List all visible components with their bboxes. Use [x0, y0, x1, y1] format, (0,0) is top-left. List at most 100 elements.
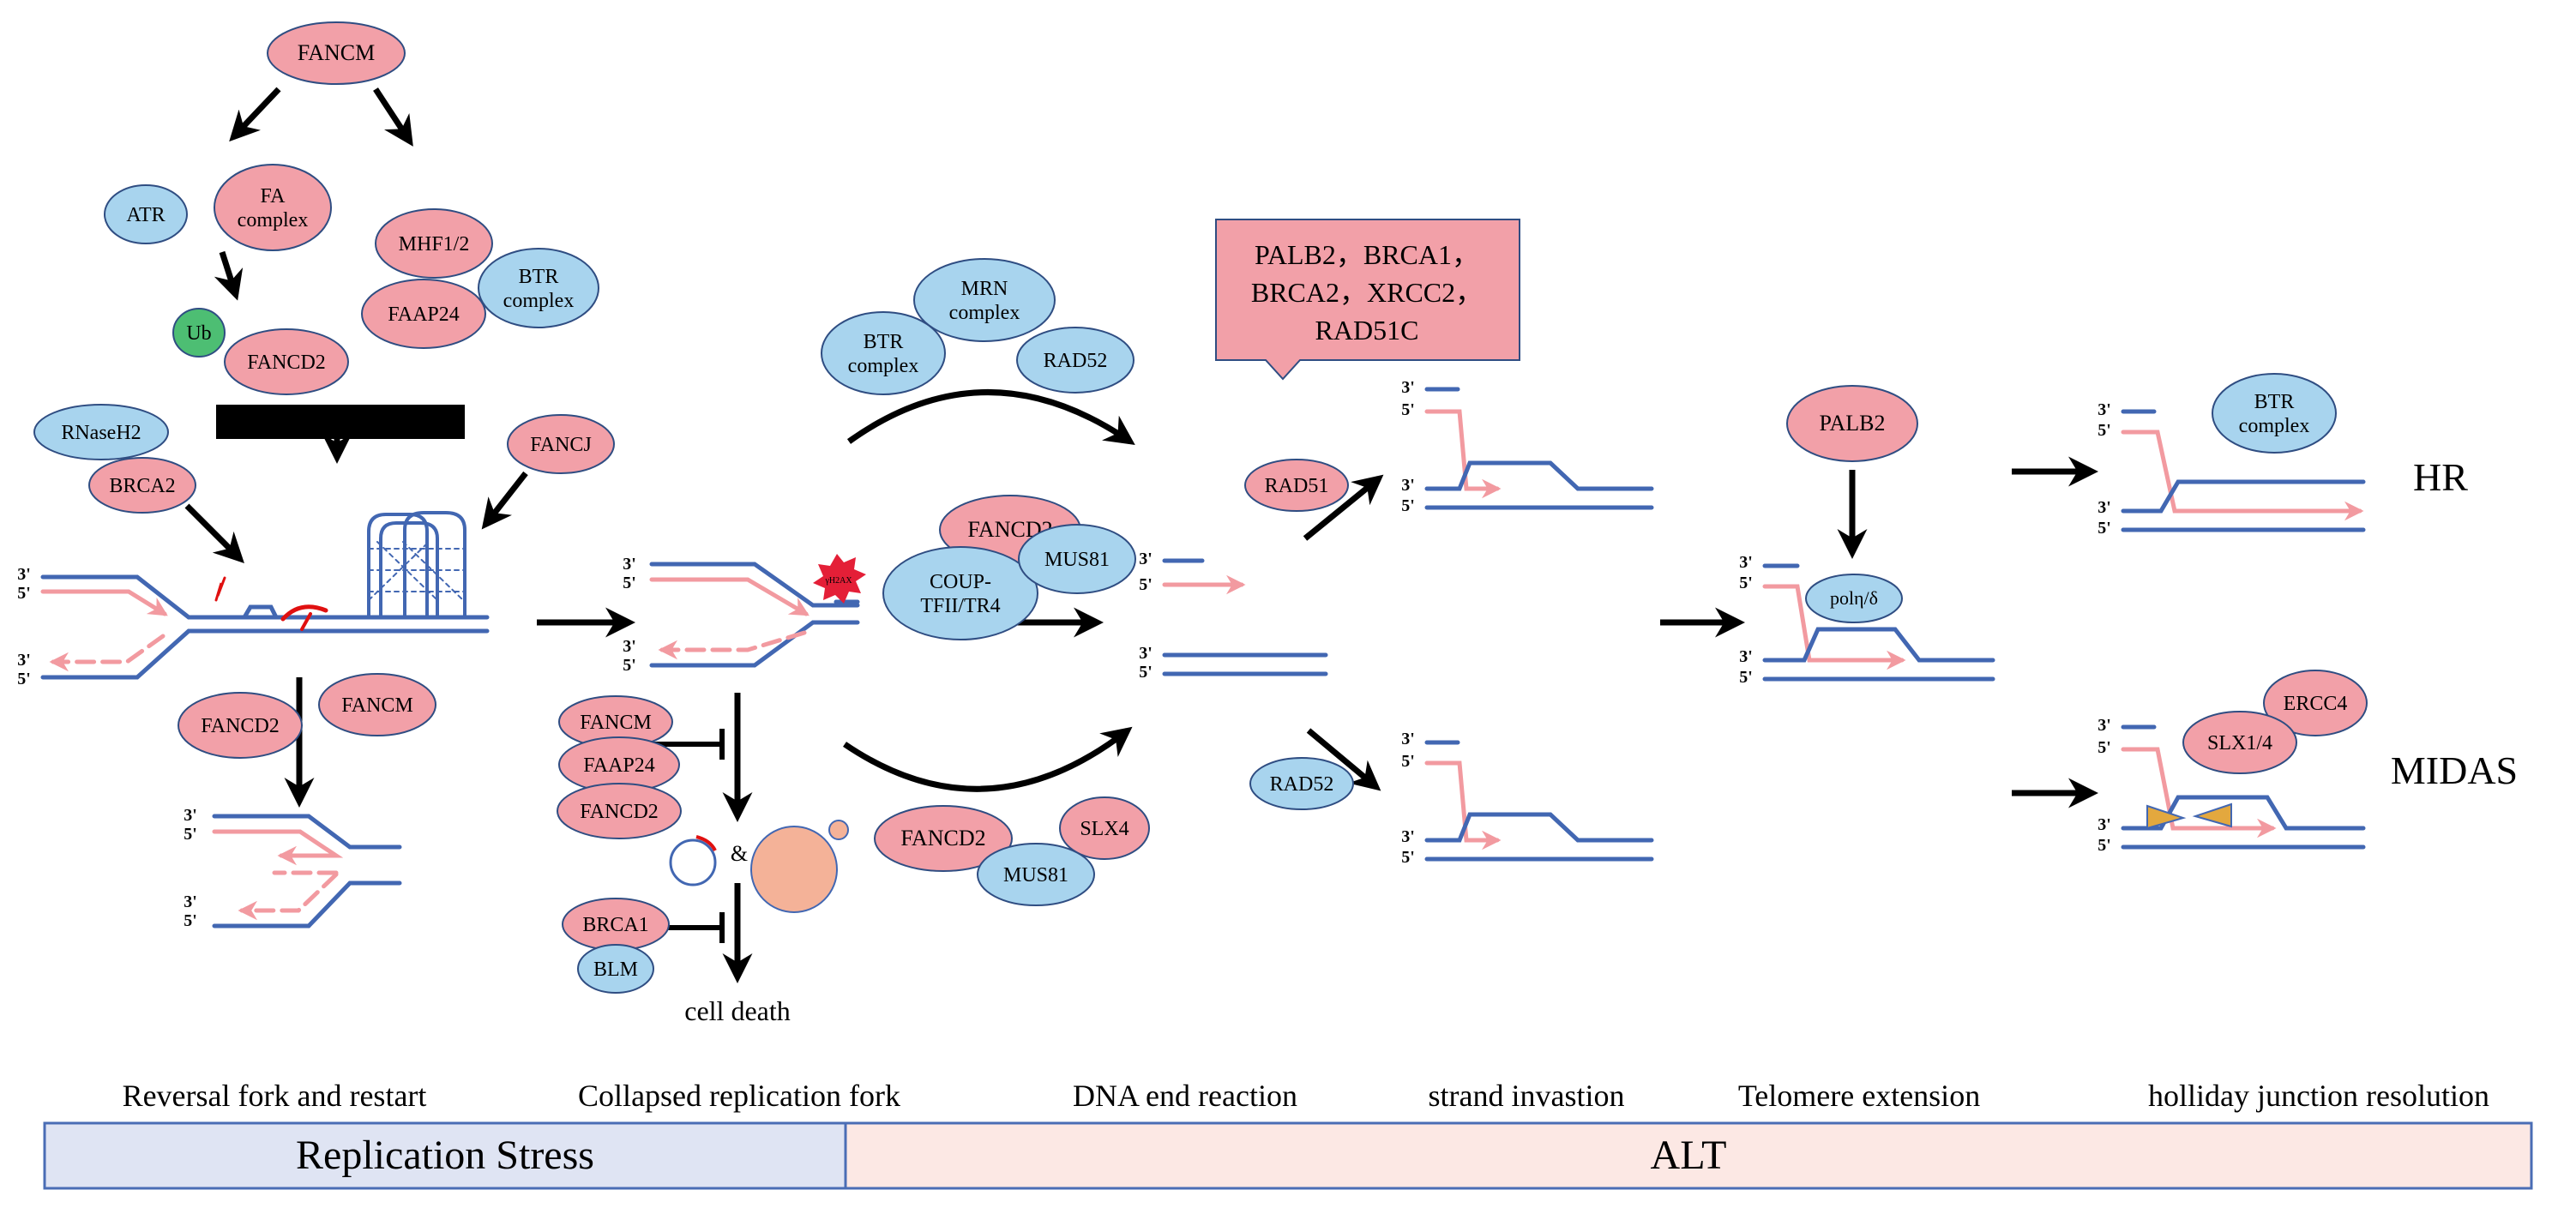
- ampersand: &: [731, 841, 748, 866]
- fancd2-4-shape: [557, 783, 682, 839]
- strand-end-label: 5': [2098, 738, 2111, 757]
- node-mhf12: MHF1/2: [375, 208, 493, 279]
- node-slx4: SLX4: [1059, 796, 1150, 860]
- node-blm: BLM: [577, 944, 654, 994]
- fancd2-4-label: FANCD2: [580, 801, 659, 823]
- btr-1-shape: [478, 248, 599, 328]
- rad51-shape: [1244, 459, 1349, 512]
- fancj-label: FANCJ: [530, 434, 592, 456]
- mus81-1-shape: [1018, 524, 1136, 594]
- node-atr: ATR: [104, 184, 188, 244]
- ub-shape: [172, 308, 226, 358]
- curved-arrow-bottom: [843, 726, 1133, 792]
- node-fancd2-1: FANCD2: [224, 328, 349, 395]
- rna-red: [280, 604, 328, 622]
- strand-end-label: 5': [17, 670, 31, 688]
- collapsed-pink-bottom: [658, 630, 807, 660]
- strand-end-label: 5': [184, 825, 197, 844]
- cleavage-triangle-right: [2192, 802, 2232, 828]
- ercc4-label: ERCC4: [2284, 693, 2348, 715]
- strand-end-label: 5': [1401, 752, 1415, 771]
- brca2-shape: [88, 457, 196, 514]
- stage-label-2: Collapsed replication fork: [578, 1079, 900, 1113]
- strand-end-label: 3': [1401, 378, 1415, 397]
- collapsed-bottom: [649, 620, 860, 668]
- blm-shape: [577, 944, 654, 994]
- mus81-1-label: MUS81: [1044, 549, 1110, 571]
- replication-stress-label: Replication Stress: [296, 1133, 594, 1178]
- node-ercc4: ERCC4: [2263, 670, 2368, 736]
- gamma-h2ax-star: [813, 554, 866, 604]
- node-fancm-3: FANCM: [558, 695, 673, 748]
- fancd2-5-label: FANCD2: [900, 826, 985, 850]
- mhf12-shape: [375, 208, 493, 279]
- ub-label: Ub: [186, 322, 211, 345]
- slx4-shape: [1059, 796, 1150, 860]
- strand-end-label: 3': [2098, 716, 2111, 735]
- strand-end-label: 3': [1401, 827, 1415, 846]
- node-faap24-2: FAAP24: [558, 736, 680, 793]
- strand-end-label: 5': [1401, 400, 1415, 419]
- mus81-2-label: MUS81: [1003, 864, 1068, 886]
- strand-end-label: 3': [2098, 498, 2111, 517]
- inv1-pink: [1424, 409, 1502, 499]
- midas-dup: [2121, 795, 2366, 831]
- replication-stress-band: [43, 1121, 847, 1190]
- fork-bottom-parental: [40, 628, 490, 680]
- rnaseh2-shape: [33, 404, 169, 460]
- rad52-2-label: RAD52: [1270, 773, 1334, 796]
- strand-end-label: 5': [2098, 836, 2111, 855]
- strand-end-label: 5': [2098, 421, 2111, 440]
- node-fancd2-2: FANCD2: [178, 692, 303, 759]
- callout-text: PALB2，BRCA1，BRCA2，XRCC2，RAD51C: [1251, 239, 1483, 346]
- node-mus81-1: MUS81: [1018, 524, 1136, 594]
- brca2-label: BRCA2: [109, 475, 175, 497]
- fork-leading-pink: [40, 589, 168, 616]
- blm-label: BLM: [593, 959, 638, 981]
- node-coup: COUP-TFII/TR4: [882, 546, 1038, 640]
- coup-shape: [882, 546, 1038, 640]
- atr-shape: [104, 184, 188, 244]
- poleta-shape: [1805, 574, 1903, 623]
- hr-pink: [2121, 430, 2364, 521]
- rna-red-2: [300, 612, 312, 631]
- rad52-1-label: RAD52: [1044, 350, 1108, 372]
- strand-end-label: 3': [17, 565, 31, 584]
- fancd2-5-shape: [874, 805, 1013, 872]
- strand-end-label: 3': [1139, 644, 1153, 663]
- strand-end-label: 3': [2098, 815, 2111, 834]
- node-rad52-1: RAD52: [1016, 327, 1135, 394]
- strand-end-label: 5': [2098, 519, 2111, 538]
- apoptotic-fragment: [828, 820, 849, 840]
- poleta-label: polη/δ: [1830, 587, 1878, 609]
- fancm-2-label: FANCM: [341, 694, 413, 717]
- inv1-dup: [1424, 460, 1654, 491]
- stage-label-5: Telomere extension: [1738, 1079, 1980, 1113]
- rloop-bump: [242, 604, 279, 620]
- inv2-dup: [1424, 812, 1654, 843]
- strand-end-label: 3': [1739, 553, 1753, 572]
- fork-top-parental: [40, 574, 490, 620]
- node-brca2: BRCA2: [88, 457, 196, 514]
- rad52-2-shape: [1249, 757, 1354, 810]
- strand-end-label: 3': [184, 806, 197, 825]
- midas-label: MIDAS: [2391, 748, 2518, 792]
- reversed-bottom: [212, 880, 402, 929]
- small-cell-red-arc: [695, 835, 717, 851]
- node-faap24-1: FAAP24: [361, 279, 486, 349]
- fancd2-2-shape: [178, 692, 303, 759]
- collapsed-pink-top: [649, 577, 810, 616]
- faap24-2-label: FAAP24: [583, 754, 655, 777]
- strand-end-label: 3': [184, 892, 197, 911]
- strand-end-label: 3': [1401, 730, 1415, 748]
- palb2-shape: [1786, 385, 1918, 462]
- stage-label-4: strand invastion: [1429, 1079, 1625, 1113]
- curved-arrow-top: [846, 389, 1135, 445]
- mhf12-label: MHF1/2: [399, 233, 470, 255]
- inv2-pink: [1424, 760, 1502, 850]
